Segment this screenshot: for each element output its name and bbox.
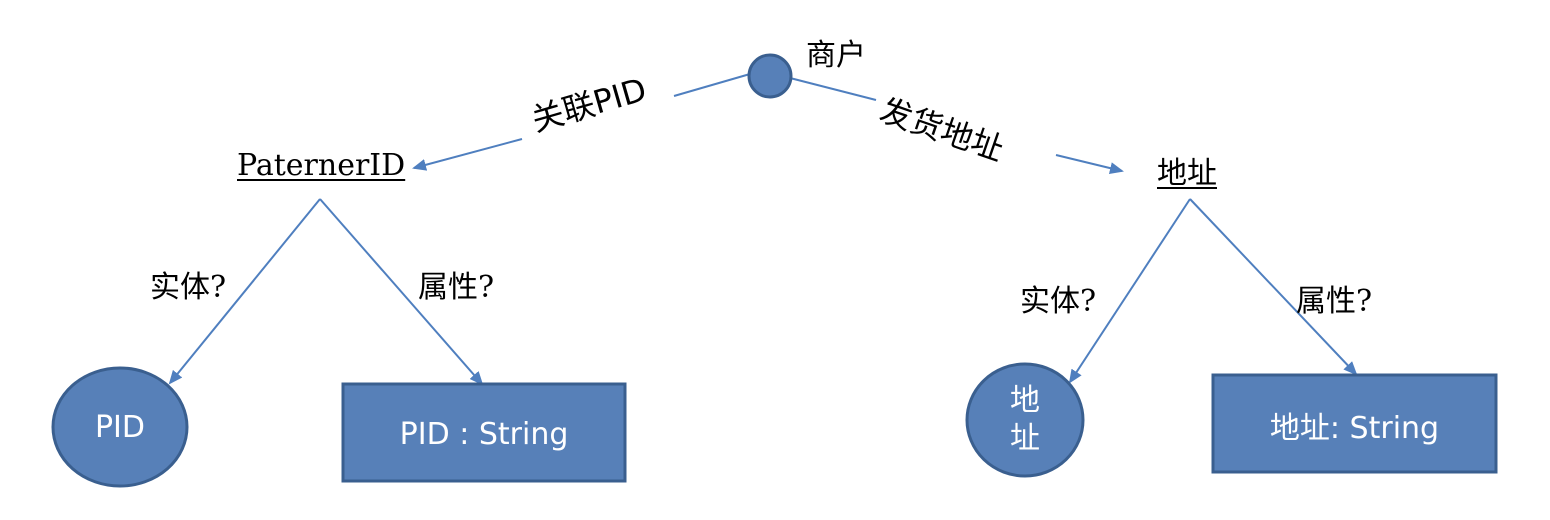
edge-root-to-paternerid-lower: [412, 138, 523, 171]
edge-root-to-address-lower: [1055, 154, 1124, 175]
pid-entity-ellipse[interactable]: [51, 366, 189, 488]
left-entity-question: 实体?: [150, 270, 227, 305]
edge-address-to-entity: [1068, 198, 1191, 384]
edge-root-to-paternerid-upper: [673, 73, 751, 97]
root-node-circle[interactable]: [747, 53, 793, 99]
pid-attribute-rect[interactable]: [341, 382, 627, 483]
right-attribute-question: 属性?: [1296, 284, 1373, 319]
address-entity-ellipse[interactable]: [965, 362, 1085, 478]
root-label: 商户: [806, 38, 866, 73]
address-entity-char-2: 址: [1010, 421, 1040, 456]
address-entity-char-1: 地: [1010, 383, 1040, 418]
address-entity-text: 地 址: [967, 364, 1083, 476]
left-attribute-question: 属性?: [418, 270, 495, 305]
pid-attribute-text: PID : String: [399, 416, 569, 452]
edge-paternerid-to-pid-entity: [168, 198, 321, 385]
paternerid-title: PaternerID: [237, 148, 406, 183]
address-attribute-rect[interactable]: [1211, 373, 1498, 474]
edge-root-to-address-upper: [789, 77, 877, 101]
address-title: 地址: [1157, 156, 1217, 191]
pid-entity-text: PID: [94, 409, 146, 445]
right-entity-question: 实体?: [1020, 284, 1097, 319]
edge-address-to-attribute: [1189, 198, 1358, 376]
edge-paternerid-to-pid-attribute: [319, 198, 484, 386]
address-attribute-text: 地址: String: [1269, 411, 1440, 446]
